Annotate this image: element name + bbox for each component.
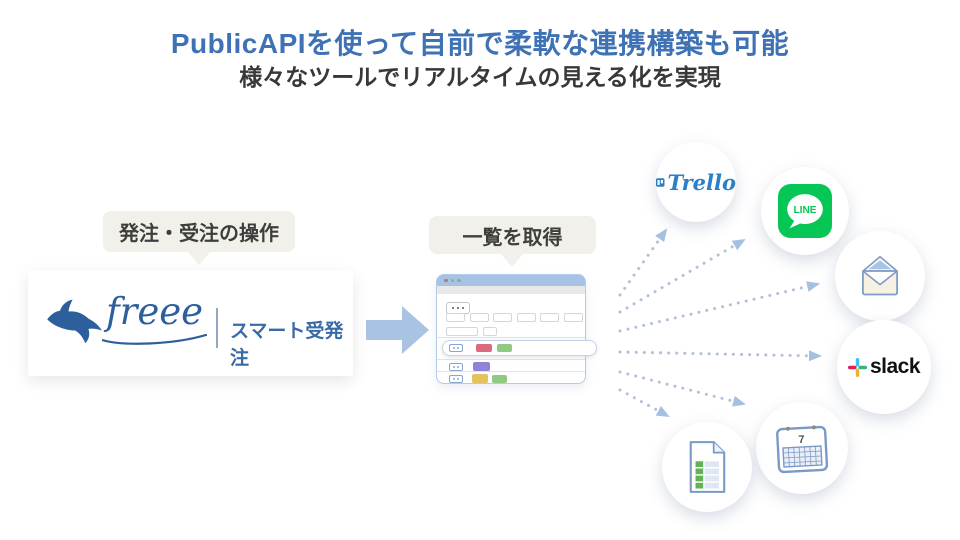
tag-chip	[449, 362, 463, 371]
line-label: LINE	[793, 205, 816, 216]
divider	[437, 371, 585, 372]
slide-subtitle: 様々なツールでリアルタイムの見える化を実現	[239, 64, 721, 90]
line-icon: LINE	[778, 184, 832, 238]
status-chip-purple	[473, 362, 490, 371]
browser-window	[436, 274, 597, 384]
slack-icon	[847, 357, 867, 377]
freee-wordmark: freee	[106, 290, 204, 333]
product-name: スマート受発注	[230, 321, 344, 369]
field-box	[563, 313, 583, 322]
list-row-highlighted	[442, 340, 597, 356]
spreadsheet-document-icon	[689, 441, 726, 493]
tag-chip	[449, 344, 463, 352]
divider	[437, 337, 585, 338]
field-box	[516, 313, 536, 322]
fetch-bubble-label: 一覧を取得	[462, 226, 563, 249]
freee-swash-flourish	[102, 334, 207, 345]
list-row	[449, 374, 507, 383]
bubble-tail	[188, 252, 210, 265]
slack-label: slack	[869, 355, 921, 378]
window-dot-icon	[457, 278, 461, 283]
arrow-to-line	[618, 238, 746, 314]
window-dot-icon	[444, 278, 448, 283]
divider	[437, 359, 585, 360]
integration-spreadsheet	[662, 422, 752, 512]
field-box	[469, 313, 489, 322]
integration-slack: slack	[837, 320, 931, 414]
trello-icon	[656, 177, 665, 187]
bubble-tail	[501, 254, 523, 267]
status-chip-red	[476, 344, 492, 352]
form-field-row	[446, 327, 497, 336]
arrow-to-trello	[618, 228, 668, 297]
calendar-icon: 7	[776, 425, 829, 474]
calendar-day-label: 7	[798, 434, 805, 446]
source-bubble-label: 発注・受注の操作	[119, 223, 279, 245]
tag-chip	[449, 374, 463, 383]
freee-swallow-icon	[47, 299, 102, 344]
slide-title: PublicAPIを使って自前で柔軟な連携構築も可能	[170, 28, 790, 59]
field-box	[446, 327, 478, 336]
status-chip-yellow	[472, 374, 488, 383]
field-box	[493, 313, 512, 322]
form-field-row	[446, 313, 583, 322]
integration-calendar: 7	[756, 402, 848, 494]
arrow-to-slack	[618, 350, 822, 362]
mail-envelope-icon	[862, 255, 898, 295]
fetch-bubble: 一覧を取得	[429, 216, 596, 267]
logo-divider	[216, 308, 218, 348]
integration-mail	[835, 231, 925, 321]
trello-label: Trello	[667, 169, 737, 195]
arrow-to-calendar	[618, 370, 746, 407]
flow-arrow-icon	[366, 306, 429, 354]
fan-dotted-arrows	[618, 228, 822, 418]
status-chip-green	[492, 374, 507, 383]
arrow-to-mail	[618, 281, 820, 333]
field-box	[446, 313, 465, 322]
field-box	[540, 313, 559, 322]
browser-titlebar	[437, 275, 585, 286]
browser-toolbar	[437, 286, 585, 294]
source-bubble: 発注・受注の操作	[103, 211, 295, 265]
integration-line: LINE	[761, 167, 849, 255]
integration-trello: Trello	[656, 142, 736, 222]
arrow-to-spreadsheet	[618, 388, 670, 418]
window-dot-icon	[450, 278, 454, 283]
list-row	[449, 362, 490, 371]
status-chip-green	[497, 344, 512, 352]
freee-product-card: freee スマート受発注	[28, 270, 353, 376]
field-box	[482, 327, 497, 336]
